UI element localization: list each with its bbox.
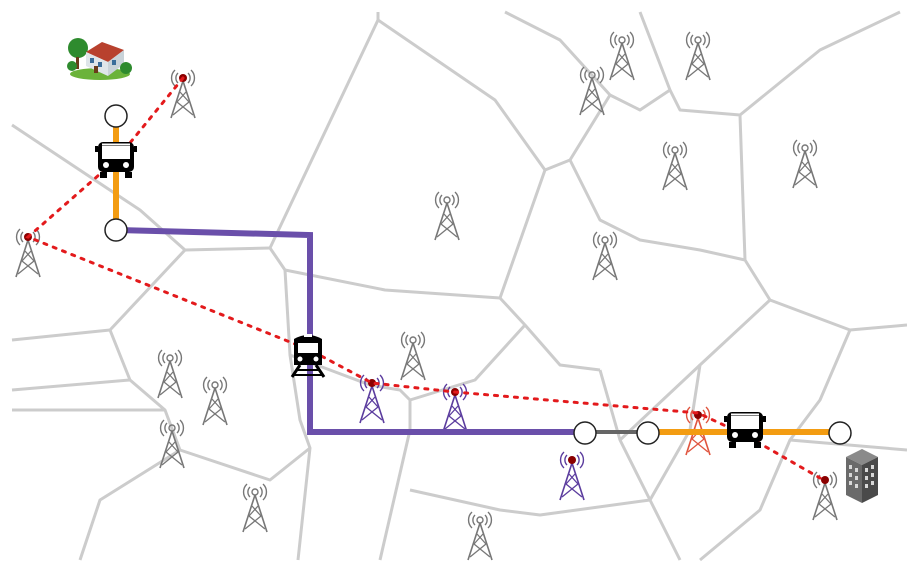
house-icon [67,38,132,80]
voronoi-cell-boundaries [11,10,907,562]
stop-circle [104,104,128,128]
cell-tower-icon [467,511,493,561]
tower-connection-dot [821,476,829,484]
train-route [115,227,585,435]
cell-tower-icon [685,31,711,81]
transit-routes [113,115,840,435]
cell-tower-icon [202,376,228,426]
office-building-icon [846,449,878,503]
cell-towers [15,31,838,561]
cell-tower-icon [812,471,838,521]
stop-circle [104,218,128,242]
gps-trajectory [25,76,822,480]
cell-tower-icon [662,141,688,191]
stop-circle [828,421,852,445]
stop-circle [636,421,660,445]
cell-tower-icon [609,31,635,81]
cell-tower-icon [242,483,268,533]
train-icon [290,332,326,379]
cell-tower-icon [559,451,585,501]
transit-stops [104,104,852,445]
cell-tower-icon [434,191,460,241]
cell-tower-icon [400,331,426,381]
tower-connection-dot [568,456,576,464]
stop-circle [573,421,597,445]
cell-tower-icon [792,139,818,189]
bus-icon [724,412,766,448]
cell-tower-icon [157,349,183,399]
cell-tower-icon [592,231,618,281]
